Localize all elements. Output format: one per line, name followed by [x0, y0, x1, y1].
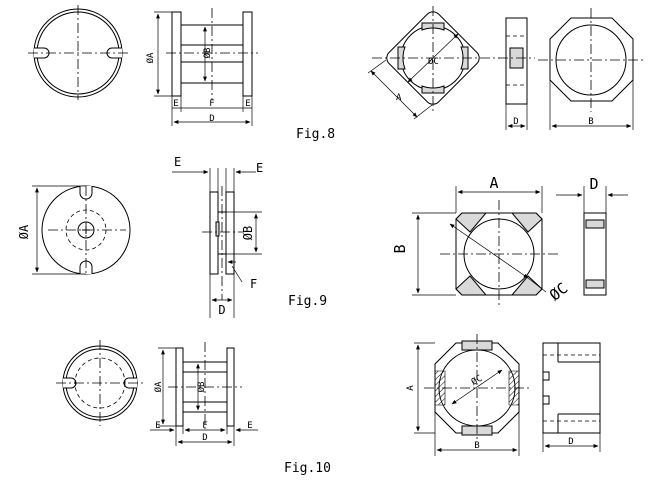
- fig8-side-view: ØA ØB E F E D: [145, 8, 258, 126]
- sq-mid-dim-b: B: [391, 244, 409, 253]
- sq-top-dim-b: B: [588, 117, 593, 127]
- fig10-dim-e-left: E: [155, 421, 160, 431]
- fig9-front-view: ØA: [17, 185, 131, 276]
- fig9-dim-phiA: ØA: [17, 224, 31, 239]
- sq-top-dim-a: A: [396, 93, 402, 103]
- fig10-side-view: ØA ØB E F E D: [150, 342, 258, 446]
- sq-top-dim-d: D: [513, 117, 518, 127]
- sq-mid-dim-d: D: [589, 175, 598, 193]
- square-core-bot-front: ØC A B: [406, 334, 532, 456]
- square-core-top-back: B: [538, 8, 645, 130]
- sq-bot-dim-d: D: [568, 437, 573, 447]
- fig10-front-view: [56, 340, 146, 426]
- fig8-dim-phiB: ØB: [202, 48, 213, 59]
- fig8-dim-e-right: E: [245, 99, 250, 109]
- fig10-dim-d: D: [202, 433, 207, 443]
- fig10-caption: Fig.10: [284, 461, 331, 476]
- fig9-dim-e-right: E: [256, 161, 263, 175]
- fig10-dim-phiB: ØB: [196, 382, 207, 393]
- fig8-dim-f: F: [209, 99, 214, 109]
- sq-mid-dim-phiC: ØC: [546, 279, 571, 304]
- square-core-top-side: D: [498, 17, 535, 130]
- fig9-dim-f: F: [250, 277, 257, 291]
- fig9-side-view: E E ØB F D: [172, 155, 263, 318]
- fig9-dim-d: D: [218, 303, 225, 317]
- fig9-caption: Fig.9: [288, 294, 327, 309]
- sq-mid-dim-a: A: [489, 174, 498, 192]
- fig10-dim-phiA: ØA: [153, 381, 164, 392]
- square-core-mid-front: ØC A B: [391, 174, 571, 308]
- fig9-dim-e-left: E: [174, 155, 181, 169]
- square-core-mid-side: D: [556, 175, 628, 296]
- fig8-dim-d: D: [209, 114, 214, 124]
- square-core-bot-side: D: [542, 342, 601, 452]
- fig8-caption: Fig.8: [296, 127, 335, 142]
- sq-bot-dim-a: A: [406, 385, 416, 391]
- sq-top-dim-phiC: ØC: [428, 56, 439, 67]
- fig10-dim-e-right: E: [247, 421, 252, 431]
- fig8-dim-e-left: E: [173, 99, 178, 109]
- fig8-front-view: [28, 5, 130, 100]
- fig9-dim-phiB: ØB: [241, 226, 255, 240]
- fig8-dim-phiA: ØA: [145, 52, 156, 63]
- sq-bot-dim-phiC: ØC: [469, 373, 484, 388]
- square-core-top-front: ØC A: [367, 6, 500, 120]
- fig10-dim-f: F: [202, 421, 207, 431]
- sq-bot-dim-b: B: [474, 441, 479, 451]
